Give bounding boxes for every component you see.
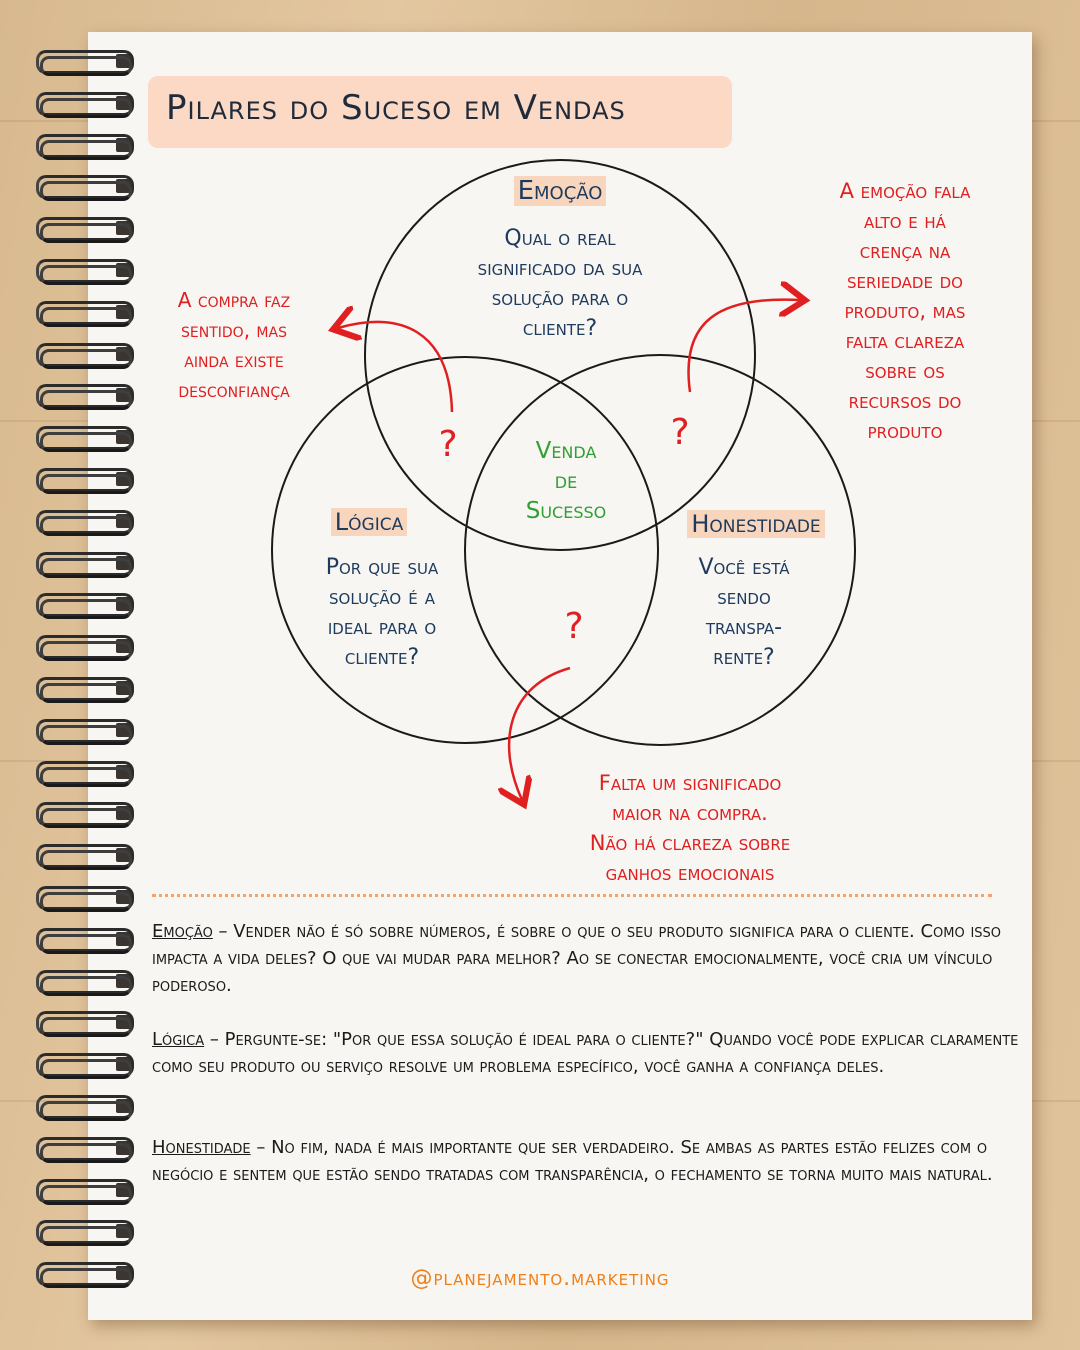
spiral-coil — [30, 1260, 138, 1289]
spiral-coil — [30, 215, 138, 244]
question-honestidade: Você está sendo transpa- rente? — [698, 555, 790, 670]
spiral-coil — [30, 550, 138, 578]
center-venda-de-sucesso: Venda de Sucesso — [525, 438, 607, 524]
spiral-coil — [30, 717, 138, 745]
spiral-coil — [30, 299, 138, 327]
title-highlight — [148, 76, 732, 148]
spiral-coil — [30, 173, 138, 202]
spiral-coil — [30, 48, 138, 76]
spiral-coil — [30, 424, 138, 453]
footer-handle: @planejamento.marketing — [410, 1266, 670, 1291]
question-mark-bottom: ? — [564, 606, 584, 647]
spiral-coil — [30, 1177, 138, 1205]
note-right: A emoção fala alto e há crença na seried… — [839, 179, 971, 443]
spiral-coil — [30, 968, 138, 996]
spiral-coil — [30, 508, 138, 536]
spiral-coil — [30, 675, 138, 703]
dotted-divider — [152, 894, 992, 897]
spiral-coil — [30, 90, 138, 118]
label-logica: Lógica — [294, 508, 444, 536]
note-bottom: Falta um significado maior na compra. Nã… — [589, 771, 791, 885]
spiral-coil — [30, 800, 138, 829]
paragraph-honestidade: Honestidade – No fim, nada é mais import… — [152, 1137, 993, 1185]
page-title: Pilares do Suceso em Vendas — [166, 88, 626, 128]
spiral-coil — [30, 884, 138, 912]
spiral-coil — [30, 466, 138, 494]
spiral-coil — [30, 257, 138, 285]
question-mark-left: ? — [438, 424, 458, 465]
question-emocao: Qual o real significado da sua solução p… — [477, 226, 643, 341]
spiral-coil — [30, 842, 138, 871]
term-honestidade: Honestidade — [152, 1137, 251, 1158]
spiral-coil — [30, 1093, 138, 1121]
spiral-coil — [30, 633, 138, 662]
spiral-coil — [30, 1218, 138, 1247]
question-logica: Por que sua solução é a ideal para o cli… — [325, 555, 439, 670]
spiral-coil — [30, 591, 138, 620]
paragraph-emocao: Emoção – Vender não é só sobre números, … — [152, 921, 1002, 996]
spiral-coil — [30, 382, 138, 411]
note-left: A compra faz sentido, mas ainda existe d… — [177, 288, 291, 402]
label-emocao: Emoção — [480, 176, 640, 206]
spiral-coil — [30, 132, 138, 160]
spiral-coil — [30, 926, 138, 954]
term-emocao: Emoção — [152, 921, 213, 942]
spiral-coil — [30, 759, 138, 787]
paragraph-logica: Lógica – Pergunte-se: "Por que essa solu… — [152, 1029, 1019, 1077]
question-mark-right: ? — [670, 412, 690, 453]
term-logica: Lógica — [152, 1029, 205, 1050]
spiral-coil — [30, 341, 138, 369]
spiral-binding — [30, 48, 140, 1308]
spiral-coil — [30, 1009, 138, 1038]
spiral-coil — [30, 1051, 138, 1080]
label-honestidade: Honestidade — [666, 510, 846, 538]
spiral-coil — [30, 1135, 138, 1163]
